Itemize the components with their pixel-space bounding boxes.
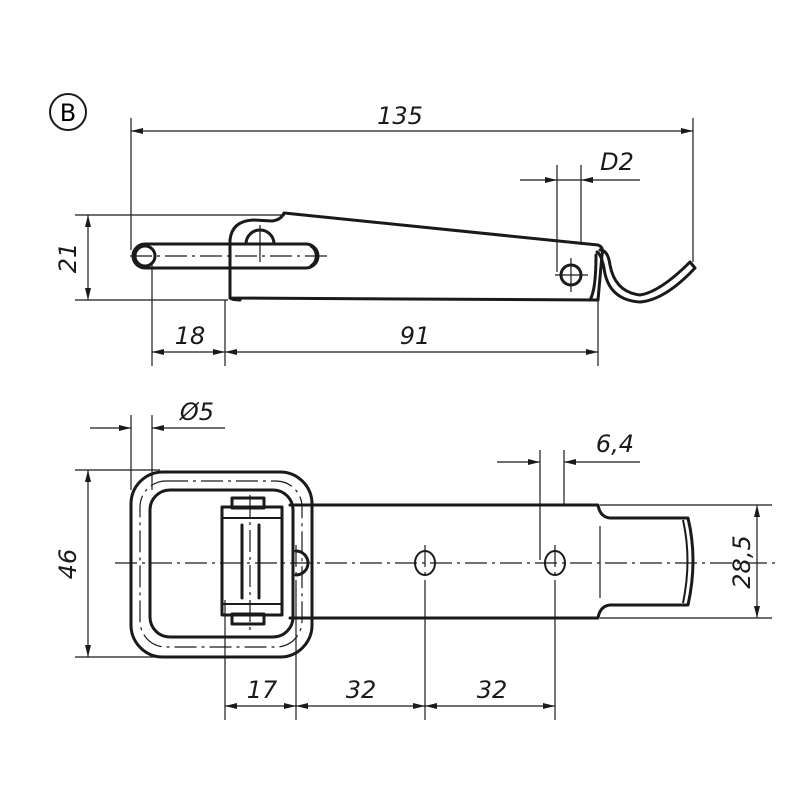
side-view-part	[130, 211, 697, 304]
top-view-part	[115, 470, 780, 659]
dim-ring-dia: Ø5	[179, 398, 214, 426]
top-view-dimensions: Ø5 6,4 46 28,5 17 32 32	[54, 398, 772, 720]
view-label-text: B	[60, 99, 76, 127]
view-label-b: B	[49, 93, 87, 131]
dim-first-hole: 17	[247, 676, 278, 704]
dim-slot-width: 6,4	[596, 430, 634, 458]
dim-pitch-2: 32	[477, 676, 508, 704]
dim-pitch-1: 32	[346, 676, 377, 704]
dim-overall-length: 135	[377, 102, 423, 130]
dim-plate-width: 28,5	[728, 535, 756, 588]
dim-hole-dia: D2	[600, 148, 634, 176]
dim-bracket-width: 46	[54, 549, 82, 580]
side-view-dimensions: 135 D2 21 18 91	[54, 102, 694, 366]
dim-base-length: 91	[400, 322, 431, 350]
dim-height: 21	[54, 243, 82, 274]
dim-offset: 18	[175, 322, 206, 350]
